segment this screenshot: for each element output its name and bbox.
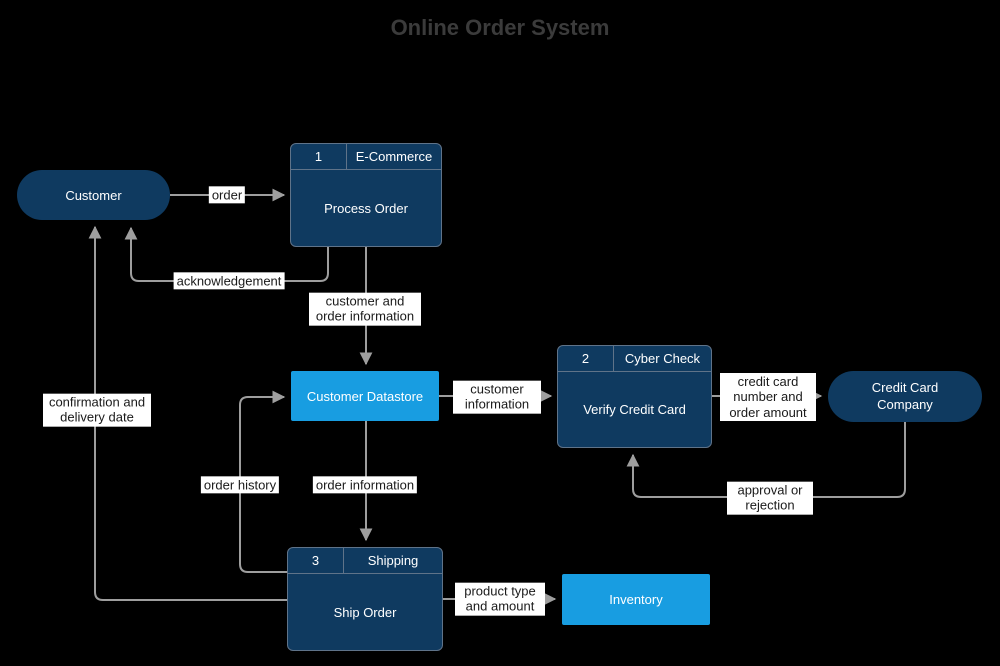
edge-label-confirmation-and-delivery-date: confirmation and delivery date: [43, 393, 151, 427]
edge-confirmation-line: [88, 225, 287, 601]
ship-order-header: 3 Shipping: [288, 548, 442, 574]
node-process-order: 1 E-Commerce Process Order: [290, 143, 442, 247]
verify-credit-card-number: 2: [558, 346, 614, 371]
node-customer-label: Customer: [65, 187, 122, 203]
ship-order-label: Ship Order: [333, 604, 397, 620]
verify-credit-card-system: Cyber Check: [624, 351, 701, 366]
edge-label-approval-or-rejection: approval or rejection: [727, 481, 813, 515]
node-credit-card-company-label: Credit Card Company: [871, 380, 939, 412]
node-ship-order: 3 Shipping Ship Order: [287, 547, 443, 651]
process-order-number: 1: [291, 144, 347, 169]
edge-label-order-history: order history: [200, 476, 280, 494]
verify-credit-card-label: Verify Credit Card: [583, 402, 686, 417]
edge-label-customer-information: customer information: [453, 380, 541, 414]
edge-label-order-information: order information: [312, 476, 418, 494]
process-order-system: E-Commerce: [355, 149, 433, 164]
edge-label-product-type-and-amount: product type and amount: [455, 582, 545, 616]
ship-order-number: 3: [288, 548, 344, 573]
process-order-label: Process Order: [324, 200, 408, 216]
edge-label-customer-and-order-information: customer and order information: [309, 292, 421, 326]
verify-credit-card-header: 2 Cyber Check: [558, 346, 711, 372]
node-verify-credit-card: 2 Cyber Check Verify Credit Card: [557, 345, 712, 448]
process-order-header: 1 E-Commerce: [291, 144, 441, 170]
node-inventory-label: Inventory: [609, 592, 663, 607]
node-customer-datastore-label: Customer Datastore: [306, 388, 424, 404]
node-customer: Customer: [17, 170, 170, 220]
diagram-title: Online Order System: [390, 15, 610, 40]
node-customer-datastore: Customer Datastore: [291, 371, 439, 421]
edge-label-credit-card-number-and-order-amount: credit card number and order amount: [720, 373, 816, 421]
node-credit-card-company: Credit Card Company: [828, 371, 982, 422]
node-inventory: Inventory: [562, 574, 710, 625]
edge-label-order: order: [208, 186, 246, 204]
edge-label-acknowledgement: acknowledgement: [173, 272, 285, 290]
ship-order-system: Shipping: [367, 553, 419, 568]
